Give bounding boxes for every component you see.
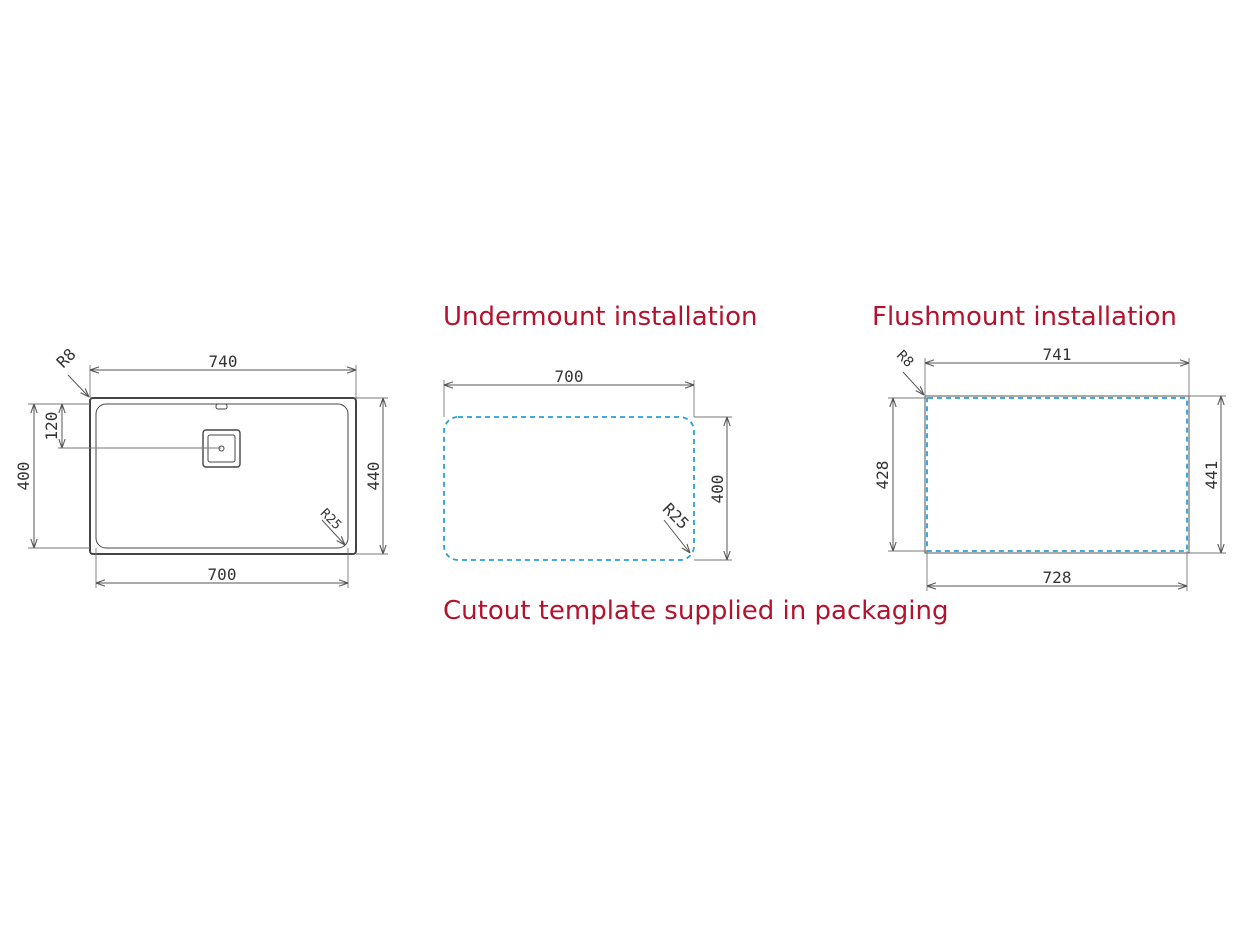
drain-inner [207,434,236,463]
flushmount-heading: Flushmount installation [872,302,1177,332]
flushmount-outer-outline [924,395,1190,554]
fm-dim-441-label: 441 [1202,461,1221,490]
flushmount-inner-outline [926,397,1188,552]
dim-400-label: 400 [14,462,33,491]
overflow-slot [215,403,228,410]
fm-dim-728-label: 728 [1043,568,1072,587]
dim-700-label: 700 [208,565,237,584]
fm-r8-leader [902,371,924,395]
fm-dim-428-label: 428 [873,461,892,490]
sink-bowl-outline [95,403,349,549]
dim-440-label: 440 [364,462,383,491]
undermount-cutout: 700 400 R25 [443,367,732,561]
um-dim-400-label: 400 [708,475,727,504]
dim-740-label: 740 [209,352,238,371]
flushmount-cutout: 741 728 441 428 R8 [873,345,1226,591]
sink-outer-outline [89,397,357,555]
um-r25-label: R25 [659,499,693,533]
drain-outer [202,429,241,468]
r8-label: R8 [53,345,80,372]
r25-label: R25 [317,506,344,533]
undermount-heading: Undermount installation [443,302,757,332]
fm-dim-741-label: 741 [1043,345,1072,364]
r8-leader [67,374,89,397]
drain-center [218,445,225,452]
dim-120-label: 120 [42,412,61,441]
um-r25-leader [663,519,690,553]
r25-leader [321,519,345,545]
undermount-cutout-outline [443,416,695,561]
sink-drawing: 740 700 440 400 120 R8 R25 [14,345,388,588]
fm-r8-label: R8 [893,348,916,371]
template-note: Cutout template supplied in packaging [443,596,949,626]
um-dim-700-label: 700 [555,367,584,386]
